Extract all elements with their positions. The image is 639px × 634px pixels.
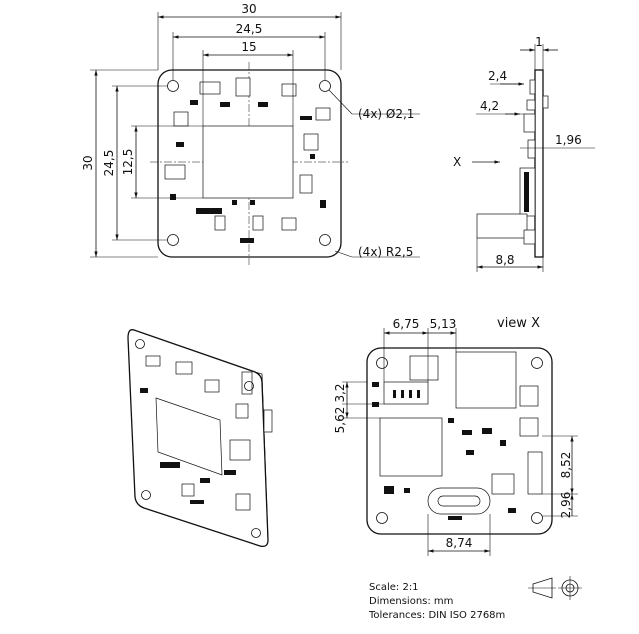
view-x-chip xyxy=(379,417,443,477)
dim-height: 30 xyxy=(81,155,95,170)
note-scale: Scale: 2:1 xyxy=(369,582,419,593)
dim-thickness: 1 xyxy=(535,35,543,49)
dim-hole-spacing-v: 24,5 xyxy=(102,150,116,177)
dim-c: 1,96 xyxy=(555,133,582,147)
mount-hole-br xyxy=(319,234,331,246)
view-x-fpc-connector xyxy=(527,451,543,495)
drawing-notes: Scale: 2:1 Dimensions: mm Tolerances: DI… xyxy=(368,582,505,621)
mount-hole-tl xyxy=(167,80,179,92)
view-x: view X xyxy=(333,316,578,556)
dim-right-a: 8,52 xyxy=(559,452,573,479)
mount-hole-bl xyxy=(167,234,179,246)
note-corner-radius: (4x) R2,5 xyxy=(358,245,413,259)
dim-left-b: 3,2 xyxy=(333,383,347,402)
projection-symbol-icon xyxy=(528,576,582,600)
view-x-header-connector xyxy=(383,381,429,405)
view-x-title: view X xyxy=(497,316,540,331)
dim-width: 30 xyxy=(241,2,256,16)
dim-right-b: 2,96 xyxy=(559,492,573,519)
note-tolerances: Tolerances: DIN ISO 2768m xyxy=(368,610,505,621)
note-hole-diameter: (4x) Ø2,1 xyxy=(358,107,414,121)
note-dimensions: Dimensions: mm xyxy=(369,596,453,607)
dim-b: 4,2 xyxy=(480,99,499,113)
dim-hole-spacing: 24,5 xyxy=(236,22,263,36)
top-view: 30 24,5 15 30 24,5 12,5 (4x) Ø2,1 (4x) R… xyxy=(81,2,420,265)
side-view: 1 2,4 4,2 1,96 X 8,8 xyxy=(453,35,595,272)
mount-hole-tr xyxy=(319,80,331,92)
dim-top-b: 5,13 xyxy=(430,317,457,331)
side-view-pcb xyxy=(534,69,544,258)
dim-top-a: 6,75 xyxy=(393,317,420,331)
isometric-view xyxy=(127,329,273,548)
dim-left-a: 5,62 xyxy=(333,407,347,434)
top-view-main-chip xyxy=(202,125,294,199)
dim-chip-width: 15 xyxy=(241,40,256,54)
top-view-components xyxy=(164,77,331,243)
dim-a: 2,4 xyxy=(488,69,507,83)
view-x-arrow-label: X xyxy=(453,155,461,169)
iso-components xyxy=(140,355,251,511)
dim-chip-height: 12,5 xyxy=(121,149,135,176)
dim-bottom: 8,74 xyxy=(446,536,473,550)
dim-depth: 8,8 xyxy=(495,253,514,267)
iso-main-chip xyxy=(155,397,223,476)
